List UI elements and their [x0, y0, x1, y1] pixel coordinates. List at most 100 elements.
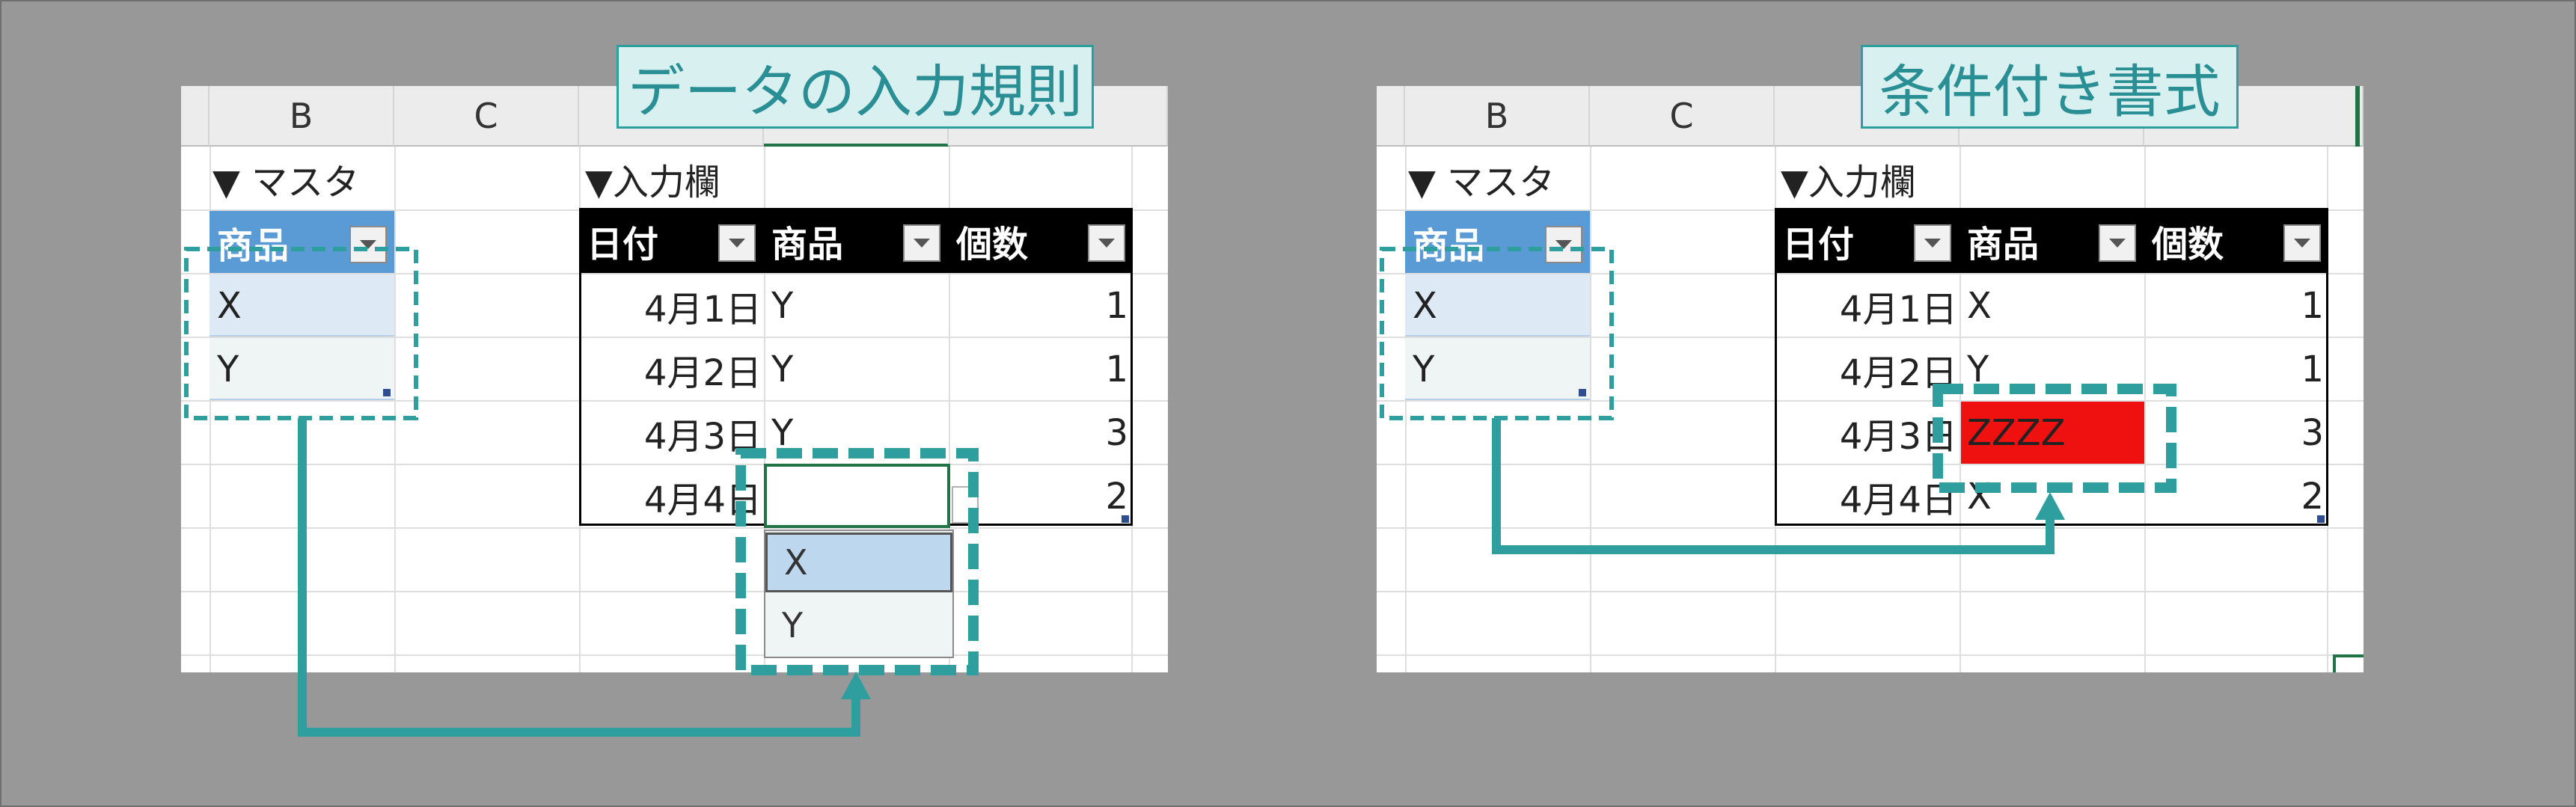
gridline: [1590, 147, 1591, 672]
gridline: [1959, 147, 1961, 672]
filter-button-qty[interactable]: [2283, 224, 2321, 262]
column-header-c[interactable]: C: [1590, 86, 1775, 147]
input-label: ▼入力欄: [585, 162, 721, 203]
dropdown-option-x[interactable]: X: [765, 533, 952, 592]
filter-button-item[interactable]: [903, 224, 940, 262]
cell-item[interactable]: X: [1967, 284, 1992, 327]
invalid-cell-highlight-box: [1933, 384, 2176, 493]
chevron-down-icon: [2294, 239, 2310, 248]
cell-date[interactable]: 4月2日: [643, 352, 762, 394]
master-label: ▼ マスタ: [1408, 162, 1555, 203]
filter-button-date[interactable]: [718, 224, 756, 262]
cell-item[interactable]: Y: [771, 284, 794, 327]
table-resize-handle[interactable]: [1579, 389, 1586, 396]
callout-conditional-formatting: 条件付き書式: [1861, 45, 2239, 129]
highlighted-invalid-cell[interactable]: [1961, 402, 2144, 464]
chevron-down-icon: [914, 239, 930, 248]
gridline: [181, 654, 1168, 656]
column-header-b[interactable]: B: [1405, 86, 1590, 147]
cell-item: ZZZZ: [1967, 411, 2066, 454]
master-header-label: 商品: [1413, 224, 1485, 267]
filter-button-qty[interactable]: [1088, 224, 1125, 262]
gridline: [1377, 464, 2364, 465]
gridline: [1377, 591, 2364, 592]
gridline: [394, 147, 396, 672]
cell-qty[interactable]: 1: [2301, 284, 2324, 327]
cell-date[interactable]: 4月1日: [643, 288, 762, 331]
filter-button-date[interactable]: [1914, 224, 1951, 262]
cell-item[interactable]: Y: [771, 348, 794, 390]
cell-qty[interactable]: 2: [2301, 475, 2324, 518]
cell-qty[interactable]: 1: [2301, 348, 2324, 390]
selection-edge: [2355, 86, 2360, 147]
table-resize-handle[interactable]: [2317, 515, 2325, 523]
header-item: 商品: [1967, 223, 2040, 266]
cell-date[interactable]: 4月1日: [1839, 288, 1957, 331]
filter-button[interactable]: [349, 226, 387, 263]
master-header-label: 商品: [217, 224, 290, 267]
gridline: [1377, 400, 2364, 402]
gridline: [949, 147, 950, 672]
gridline: [181, 400, 1168, 402]
gridline: [764, 147, 765, 672]
header-date: 日付: [1782, 223, 1855, 266]
arrow-connector: [298, 418, 860, 737]
selection-corner: [2333, 654, 2364, 672]
header-date: 日付: [587, 223, 659, 266]
table-resize-handle[interactable]: [1122, 515, 1129, 523]
chevron-down-icon: [729, 239, 745, 248]
active-cell[interactable]: [764, 464, 950, 528]
cell-item[interactable]: X: [1967, 475, 1992, 518]
table-header-row: [579, 208, 1133, 273]
master-row-value: Y: [217, 348, 239, 390]
table-resize-handle[interactable]: [383, 389, 391, 396]
arrow-connector: [1492, 418, 2055, 554]
filter-button[interactable]: [1545, 226, 1582, 263]
gridline: [1377, 337, 2364, 338]
cell-qty[interactable]: 1: [1105, 348, 1128, 390]
header-qty: 個数: [2152, 223, 2224, 266]
gridline: [1377, 273, 2364, 274]
master-row-value: X: [1413, 284, 1437, 327]
master-row-value: X: [217, 284, 242, 327]
gridline: [181, 527, 1168, 529]
master-row[interactable]: [209, 274, 394, 337]
cell-qty[interactable]: 3: [1105, 411, 1128, 454]
gridline: [1377, 527, 2364, 529]
column-header-b[interactable]: B: [209, 86, 394, 147]
master-row-value: Y: [1413, 348, 1435, 390]
chevron-down-icon: [1924, 239, 1941, 248]
gridline: [181, 464, 1168, 465]
cell-item[interactable]: Y: [771, 411, 794, 454]
gridline: [2144, 147, 2146, 672]
master-label: ▼ マスタ: [212, 162, 360, 203]
gridline: [1405, 147, 1407, 672]
gridline: [181, 337, 1168, 338]
cell-qty[interactable]: 3: [2301, 411, 2324, 454]
gridline: [1377, 654, 2364, 656]
gridline: [209, 147, 211, 672]
cell-qty[interactable]: 2: [1105, 475, 1128, 518]
cell-date[interactable]: 4月4日: [1839, 479, 1957, 521]
input-label: ▼入力欄: [1781, 162, 1916, 203]
master-row[interactable]: [209, 338, 394, 400]
table-header-row: [1775, 208, 2328, 273]
cell-item[interactable]: Y: [1967, 348, 1989, 390]
master-row[interactable]: [1405, 338, 1590, 400]
column-header-c[interactable]: C: [394, 86, 579, 147]
chevron-down-icon: [1098, 239, 1115, 248]
callout-data-validation: データの入力規則: [617, 45, 1094, 129]
dropdown-highlight-box: [735, 448, 979, 675]
master-row[interactable]: [1405, 274, 1590, 337]
filter-button-item[interactable]: [2099, 224, 2136, 262]
gridline: [181, 591, 1168, 592]
master-highlight-box: [184, 247, 418, 420]
gridline: [181, 273, 1168, 274]
dropdown-option-y[interactable]: Y: [782, 605, 804, 645]
header-item: 商品: [771, 223, 844, 266]
cell-qty[interactable]: 1: [1105, 284, 1128, 327]
chevron-down-icon: [2109, 239, 2126, 248]
dropdown-arrow-button[interactable]: [952, 486, 979, 524]
